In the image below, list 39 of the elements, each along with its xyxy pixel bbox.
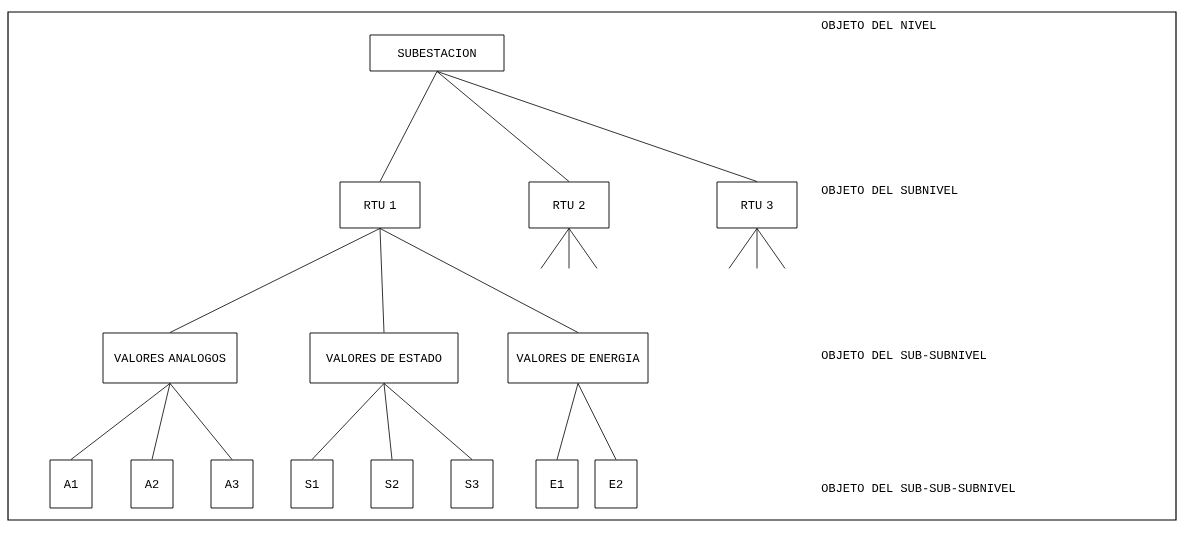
stub-line <box>568 228 598 269</box>
connector-line <box>379 228 385 333</box>
tree-box: A1 <box>49 459 93 509</box>
connector-line <box>436 71 570 182</box>
stub-line <box>568 228 570 269</box>
connector-line <box>151 383 171 460</box>
tree-box: RTU 1 <box>339 181 421 229</box>
connector-line <box>436 71 758 182</box>
tree-box: S3 <box>450 459 494 509</box>
connector-line <box>383 383 393 460</box>
tree-box: A2 <box>130 459 174 509</box>
level-label: OBJETO DEL NIVEL <box>821 20 936 30</box>
connector-line <box>379 228 579 333</box>
tree-box: VALORES DE ESTADO <box>309 332 459 384</box>
tree-box: VALORES ANALOGOS <box>102 332 238 384</box>
connector-line <box>577 383 617 460</box>
tree-box: A3 <box>210 459 254 509</box>
stub-line <box>540 228 570 269</box>
connector-line <box>70 383 171 460</box>
tree-box: S1 <box>290 459 334 509</box>
connector-line <box>169 383 233 460</box>
tree-box: VALORES DE ENERGIA <box>507 332 649 384</box>
level-label: OBJETO DEL SUBNIVEL <box>821 185 958 195</box>
connector-line <box>169 228 381 333</box>
tree-box: SUBESTACION <box>369 34 505 72</box>
tree-box: S2 <box>370 459 414 509</box>
tree-box: E2 <box>594 459 638 509</box>
stub-line <box>756 228 758 269</box>
stub-line <box>728 228 758 269</box>
connector-line <box>383 383 473 460</box>
connector-line <box>311 383 385 460</box>
connector-line <box>379 71 438 182</box>
stub-line <box>756 228 786 269</box>
connector-line <box>556 383 579 460</box>
tree-box: E1 <box>535 459 579 509</box>
level-label: OBJETO DEL SUB-SUB-SUBNIVEL <box>821 483 1015 493</box>
tree-box: RTU 2 <box>528 181 610 229</box>
level-label: OBJETO DEL SUB-SUBNIVEL <box>821 350 987 360</box>
tree-box: RTU 3 <box>716 181 798 229</box>
